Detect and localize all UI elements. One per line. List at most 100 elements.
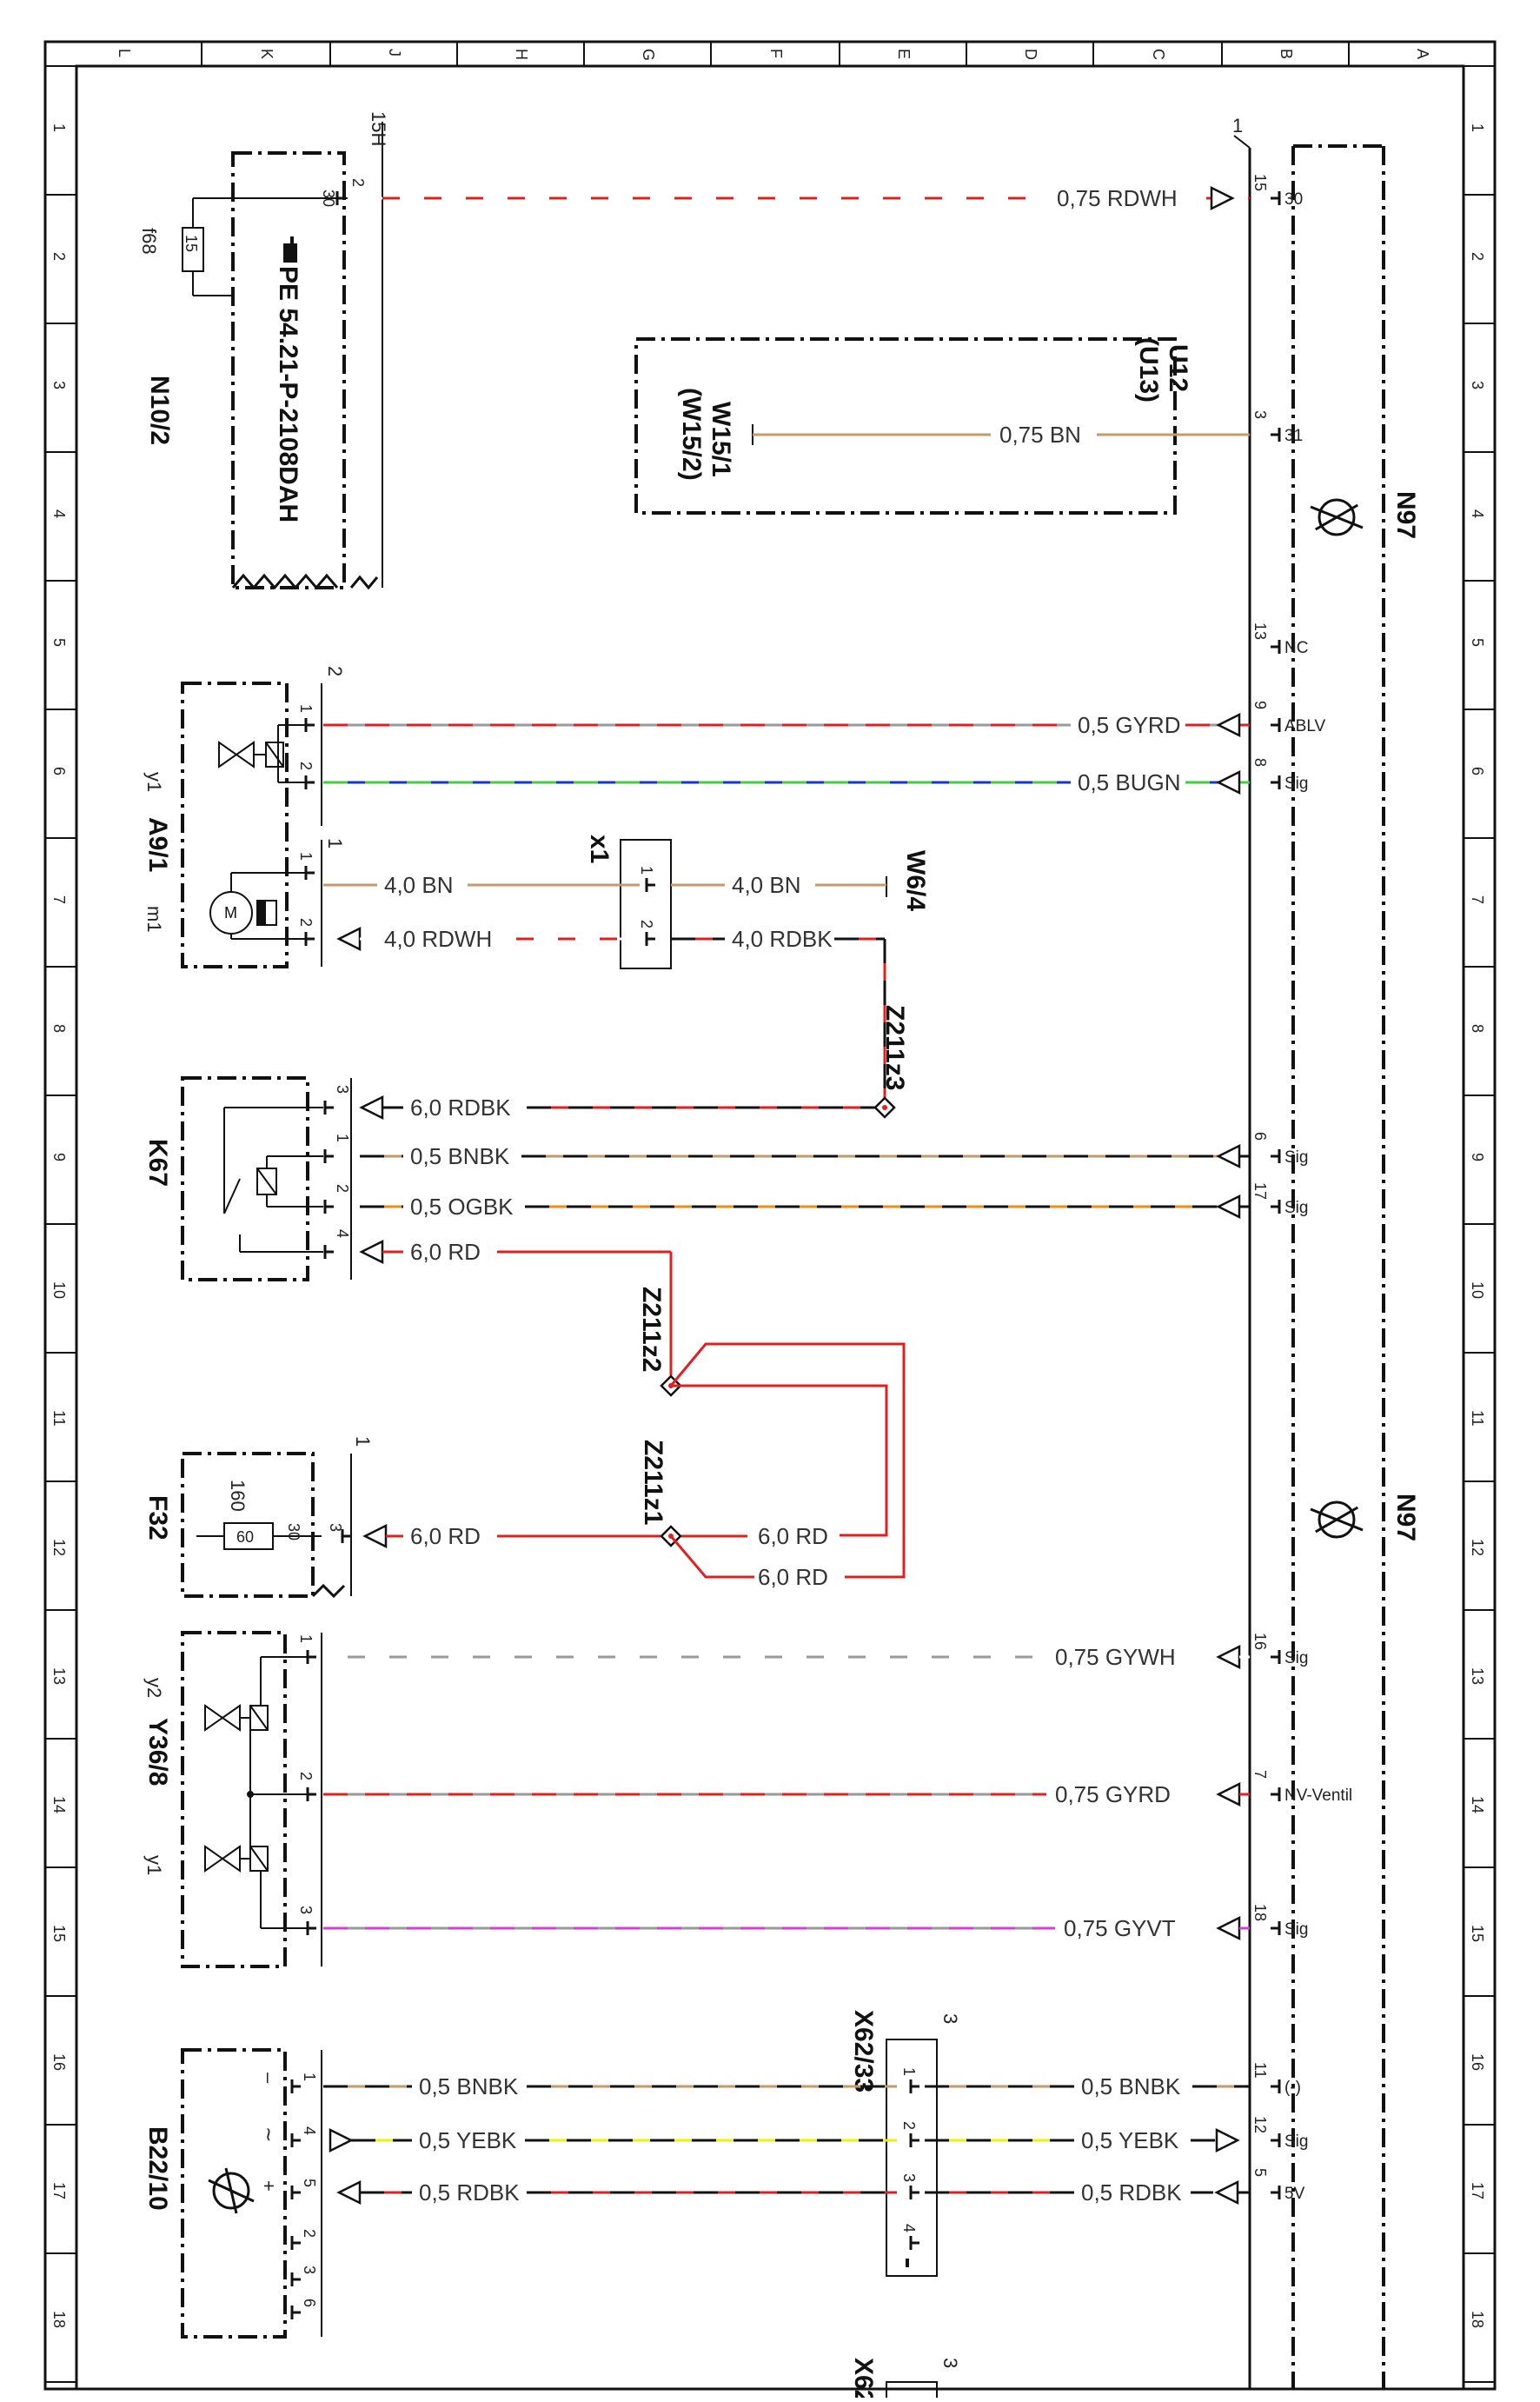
column-letter: K — [258, 49, 275, 59]
n97-pin-number: 7 — [1251, 1770, 1269, 1779]
n97-label-2: N97 — [1391, 1494, 1420, 1541]
x62-33-pin-terminal — [909, 2079, 919, 2093]
wire-label: 6,0 RD — [758, 1523, 828, 1549]
signal-arrow-icon — [359, 1095, 384, 1121]
n97-symbol-2 — [1310, 1500, 1364, 1539]
sheet-inner-border — [75, 64, 1465, 2391]
n97-pin-terminal — [1271, 428, 1281, 442]
n97-pin-signal: Sig — [1284, 1148, 1308, 1167]
y36-8-pin-number: 1 — [297, 1634, 315, 1643]
supply-arrow-icon — [1210, 185, 1235, 211]
n97-pin-signal: Sig — [1284, 1920, 1308, 1939]
w15-ref: W15/1 — [707, 402, 735, 477]
wire-label: 0,5 BNBK — [410, 1143, 510, 1169]
n97-pin-number: 18 — [1251, 1904, 1269, 1921]
wire-6-0-rd-z1b[interactable] — [669, 1535, 754, 1579]
wire-6-0-rd-loop-inner[interactable] — [671, 1384, 888, 1537]
u12-ref-alt: (U13) — [1134, 337, 1163, 403]
b22-10-plus: + — [258, 2180, 280, 2192]
k67-pin-number: 3 — [334, 1085, 351, 1094]
row-number-right: 11 — [1469, 1410, 1486, 1427]
n10-2-pin-top: 15H — [368, 111, 389, 146]
wire-label: 0,5 GYRD — [1078, 712, 1181, 738]
x62-next-conn: 3 — [939, 2358, 961, 2368]
signal-arrow-icon — [1216, 1143, 1241, 1169]
n97-pin-terminal — [1271, 2186, 1281, 2199]
row-number-left: 4 — [50, 509, 68, 518]
n97-pin-signal: NC — [1284, 639, 1308, 657]
column-letter: B — [1278, 49, 1295, 59]
f32-conn-label: 1 — [352, 1436, 374, 1447]
b22-10-minus: – — [258, 2073, 280, 2084]
n97-pin-signal: 5V — [1284, 2185, 1305, 2203]
wire-label: 4,0 RDBK — [732, 926, 833, 952]
y36-8-pin-terminal — [306, 1921, 316, 1935]
n97-symbol-1 — [1310, 498, 1364, 536]
y36-8-pin-number: 2 — [297, 1772, 315, 1780]
n97-pin-number: 12 — [1251, 2116, 1269, 2133]
n97-pin-number: 5 — [1251, 2168, 1269, 2177]
b22-10-pin-number: 3 — [301, 2266, 318, 2274]
pin-terminal — [304, 932, 315, 946]
n97-pin-signal: (-) — [1284, 2079, 1301, 2097]
x62-33-pin-terminal — [909, 2133, 919, 2147]
signal-arrow-icon — [336, 926, 362, 952]
n97-pin-terminal — [1271, 1787, 1281, 1801]
x1-pin-number: 1 — [638, 866, 655, 875]
row-number-left: 8 — [50, 1024, 68, 1033]
n97-pin-signal: 31 — [1284, 427, 1303, 445]
x62-33-pin-terminal — [909, 2236, 919, 2250]
n10-2-pin-terminal — [335, 191, 346, 205]
row-number-right: 13 — [1469, 1667, 1486, 1685]
n97-pin-number: 11 — [1251, 2062, 1269, 2079]
column-letter: G — [640, 49, 657, 61]
row-number-left: 9 — [50, 1153, 68, 1161]
signal-arrow-icon — [1215, 2127, 1240, 2153]
y36-8-pin-number: 3 — [297, 1906, 315, 1914]
hand-pointer-icon — [283, 236, 297, 263]
wire-label: 0,75 GYWH — [1055, 1644, 1176, 1670]
signal-arrow-icon — [1216, 712, 1241, 738]
n10-2-pin-2: 2 — [349, 178, 367, 187]
row-number-left: 18 — [50, 2311, 68, 2328]
row-number-right: 7 — [1469, 895, 1486, 904]
n97-pin-signal: Sig — [1284, 2133, 1308, 2151]
wire-label: 6,0 RD — [410, 1523, 481, 1549]
column-letter: D — [1022, 49, 1039, 60]
n97-pin-number: 13 — [1251, 622, 1269, 640]
n97-pin-terminal — [1271, 1650, 1281, 1664]
row-number-right: 1 — [1469, 123, 1486, 132]
column-letter: L — [116, 49, 133, 57]
f32-pin-terminal — [341, 1529, 351, 1543]
wire-label: 4,0 BN — [384, 872, 454, 898]
wire-label: 4,0 RDWH — [384, 926, 492, 952]
a9-1-conn-a-label: 2 — [324, 666, 346, 676]
b22-10-pin-number: 5 — [301, 2179, 318, 2187]
wire-label: 0,5 RDBK — [1081, 2179, 1182, 2206]
row-number-left: 5 — [50, 638, 68, 647]
row-number-right: 18 — [1469, 2311, 1486, 2328]
wire-label: 6,0 RD — [758, 1564, 828, 1590]
row-number-right: 16 — [1469, 2053, 1486, 2071]
wire-6-0-rd-loop-outer[interactable] — [669, 1342, 906, 1579]
n97-pin-terminal — [1271, 2133, 1281, 2147]
n10-2-fuse-body — [182, 227, 204, 272]
n97-pin-signal: Sig — [1284, 1199, 1308, 1217]
wire-label: 0,75 BN — [999, 422, 1081, 448]
sensor-icon — [208, 2167, 255, 2214]
k67-pin-terminal — [323, 1200, 334, 1214]
y36-8-junction — [247, 1791, 254, 1798]
x62-next-ref: X62/3 — [849, 2358, 878, 2398]
signal-arrow-icon — [1216, 1781, 1241, 1807]
n97-pin-number: 15 — [1251, 174, 1269, 191]
y36-8-valve2: y1 — [143, 1855, 165, 1875]
a9-1-box — [181, 682, 289, 968]
a9-1-pin-number: 1 — [297, 704, 315, 713]
f32-fuse-body — [223, 1522, 274, 1550]
n97-pin-terminal — [1271, 718, 1281, 732]
motor-icon: M — [209, 891, 277, 935]
n97-pin-signal: NV-Ventil — [1284, 1787, 1352, 1805]
f32-break-mark — [311, 1583, 346, 1599]
n97-pin-number: 16 — [1251, 1633, 1269, 1650]
